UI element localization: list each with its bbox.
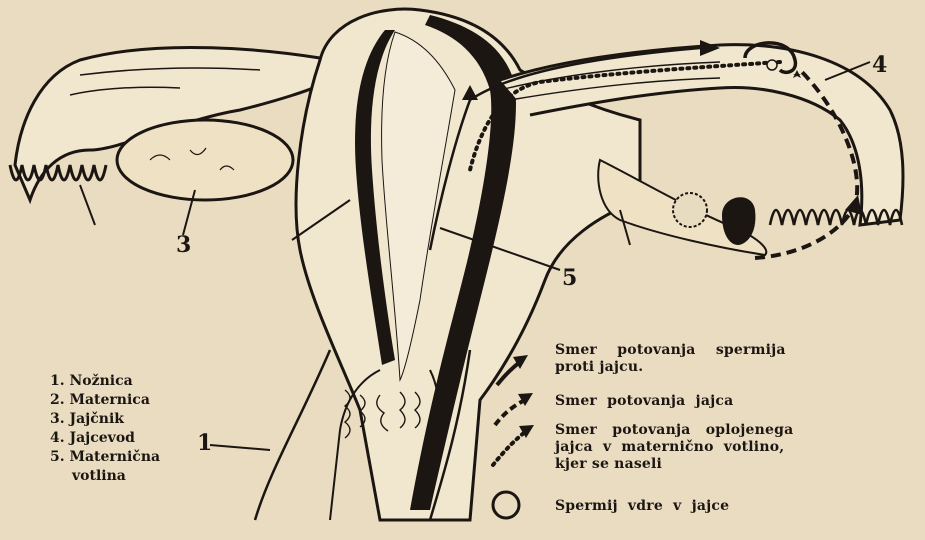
legend-item: 2. Maternica <box>50 391 240 410</box>
label-5: 5 <box>562 265 577 291</box>
key-arrow-egg <box>495 400 525 425</box>
legend-list: 1. Nožnica 2. Maternica 3. Jajčnik 4. Ja… <box>50 372 240 486</box>
legend-item: 3. Jajčnik <box>50 410 240 429</box>
egg-cell <box>767 60 777 70</box>
follicle <box>673 193 707 227</box>
key-arrow-fertilized <box>493 432 525 465</box>
legend-item: votlina <box>50 467 240 486</box>
key-egg-path-text: Smer potovanja jajca <box>555 393 733 410</box>
left-ovary <box>117 120 293 200</box>
key-penetration-text: Spermij vdre v jajce <box>555 498 729 515</box>
key-sperm-path-text: Smer potovanja spermija proti jajcu. <box>555 342 855 376</box>
legend-item: 1. Nožnica <box>50 372 240 391</box>
key-fertilized-path-text: Smer potovanja oplojenega jajca v matern… <box>555 422 855 473</box>
label-3: 3 <box>176 232 191 258</box>
egg-path-arrowhead <box>845 195 862 215</box>
legend-item: 5. Maternična <box>50 448 240 467</box>
legend-item: 4. Jajcevod <box>50 429 240 448</box>
label-4: 4 <box>872 52 887 78</box>
leader-left-tube <box>80 185 95 225</box>
key-circle-penetration <box>493 492 519 518</box>
